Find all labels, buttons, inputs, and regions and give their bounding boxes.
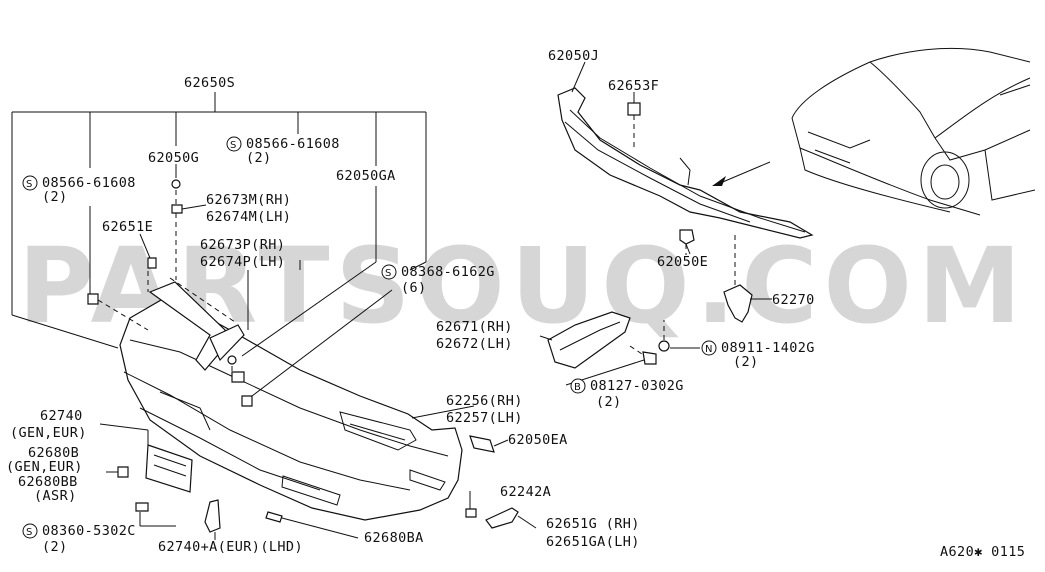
label-08566-left: 08566-61608 — [42, 175, 136, 191]
clip-62050e — [679, 229, 695, 255]
label-62050g: 62050G — [148, 150, 199, 166]
nut-symbol-08911: N — [701, 340, 717, 356]
clip-62680ba — [265, 511, 283, 523]
label-62242a: 62242A — [500, 484, 551, 500]
label-62680bb-note: (ASR) — [34, 488, 77, 504]
label-08566-right: 08566-61608 — [246, 136, 340, 152]
reflector-62651g — [485, 507, 519, 529]
label-62671: 62671(RH) — [436, 319, 513, 335]
label-62050ga: 62050GA — [336, 168, 396, 184]
label-08566-left-qty: (2) — [42, 189, 68, 205]
label-62674m: 62674M(LH) — [206, 209, 291, 225]
label-62651g: 62651G (RH) — [546, 516, 640, 532]
car-illustration — [791, 47, 1036, 216]
label-62673p: 62673P(RH) — [200, 237, 285, 253]
bumper-reinforcement — [557, 87, 814, 239]
label-08911: 08911-1402G — [721, 340, 815, 356]
label-62653f: 62653F — [608, 78, 659, 94]
label-08127-qty: (2) — [596, 394, 622, 410]
nut-bolt-side — [629, 320, 670, 365]
label-08360: 08360-5302C — [42, 523, 136, 539]
label-08127: 08127-0302G — [590, 378, 684, 394]
side-bracket — [547, 311, 631, 369]
svg-text:S: S — [26, 179, 32, 190]
label-62674p: 62674P(LH) — [200, 254, 285, 270]
label-08360-qty: (2) — [42, 539, 68, 555]
label-62650s: 62650S — [184, 75, 235, 91]
svg-text:S: S — [26, 527, 32, 538]
hardware-parts — [87, 179, 477, 518]
label-08911-qty: (2) — [733, 354, 759, 370]
marker-62050ea — [469, 435, 495, 453]
label-62257: 62257(LH) — [446, 410, 523, 426]
label-62050ea: 62050EA — [508, 432, 568, 448]
figure-code: A620✱ 0115 — [940, 544, 1025, 560]
label-62050e: 62050E — [657, 254, 708, 270]
svg-text:N: N — [705, 344, 712, 355]
label-62740: 62740 — [40, 408, 83, 424]
label-62740-note: (GEN,EUR) — [10, 425, 87, 441]
bracket-62270 — [723, 284, 753, 323]
screw-symbol-08368: S — [381, 264, 397, 280]
svg-text:S: S — [385, 268, 391, 279]
svg-text:B: B — [574, 382, 581, 393]
label-62680ba: 62680BA — [364, 530, 424, 546]
screw-symbol-left: S — [22, 175, 38, 191]
label-62256: 62256(RH) — [446, 393, 523, 409]
bolt-symbol-08127: B — [570, 378, 586, 394]
label-62050j: 62050J — [548, 48, 599, 64]
label-08368-qty: (6) — [401, 280, 427, 296]
label-62673m: 62673M(RH) — [206, 192, 291, 208]
label-08566-right-qty: (2) — [246, 150, 272, 166]
label-62672: 62672(LH) — [436, 336, 513, 352]
label-62740a: 62740+A(EUR)(LHD) — [158, 539, 303, 555]
label-62270: 62270 — [772, 292, 815, 308]
screw-symbol-08360: S — [22, 523, 38, 539]
label-62651e: 62651E — [102, 219, 153, 235]
label-62680bb: 62680BB — [18, 474, 78, 490]
label-62680b-note: (GEN,EUR) — [6, 459, 83, 475]
label-62680b: 62680B — [28, 445, 79, 461]
direction-arrow — [712, 161, 771, 186]
license-bracket — [145, 444, 193, 493]
screw-symbol-right: S — [226, 136, 242, 152]
label-08368: 08368-6162G — [401, 264, 495, 280]
label-62651ga: 62651GA(LH) — [546, 534, 640, 550]
leader-lines — [11, 61, 772, 540]
svg-text:S: S — [230, 140, 236, 151]
bracket-62740a — [204, 499, 221, 533]
